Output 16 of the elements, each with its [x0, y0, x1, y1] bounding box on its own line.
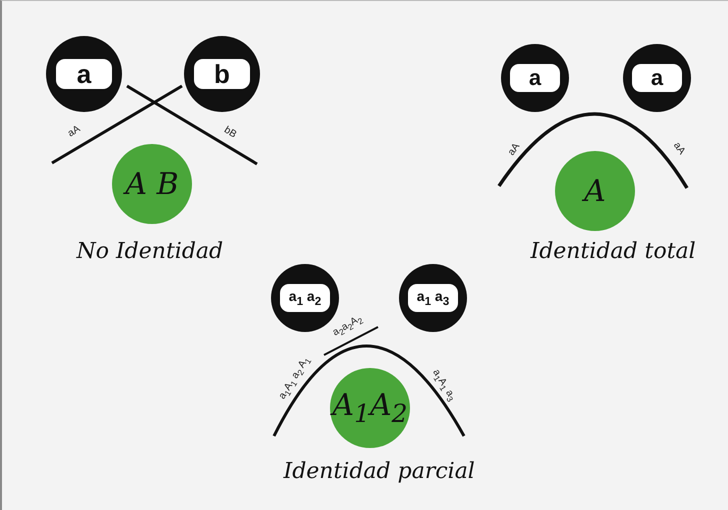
well-label: a$_{1}$ a$_{2}$ — [280, 284, 330, 312]
panel-caption: Identidad parcial — [284, 458, 475, 484]
well-label: a$_{1}$ a$_{3}$ — [408, 284, 458, 312]
antigen-label: A — [584, 174, 606, 208]
well-label: a — [632, 64, 682, 92]
antigen-label: A$_{1}$A$_{2}$ — [332, 388, 408, 428]
well-label: b — [194, 58, 250, 90]
well-label: a — [56, 58, 112, 90]
line-label: bB — [222, 124, 238, 140]
panel-caption: Identidad total — [530, 238, 696, 264]
well-label: a — [510, 64, 560, 92]
antigen-label: A B — [125, 166, 179, 202]
line-label: aA — [66, 123, 82, 139]
line-label: aA — [671, 140, 688, 156]
panel-caption: No Identidad — [76, 238, 224, 264]
line-label: aA — [506, 140, 522, 158]
